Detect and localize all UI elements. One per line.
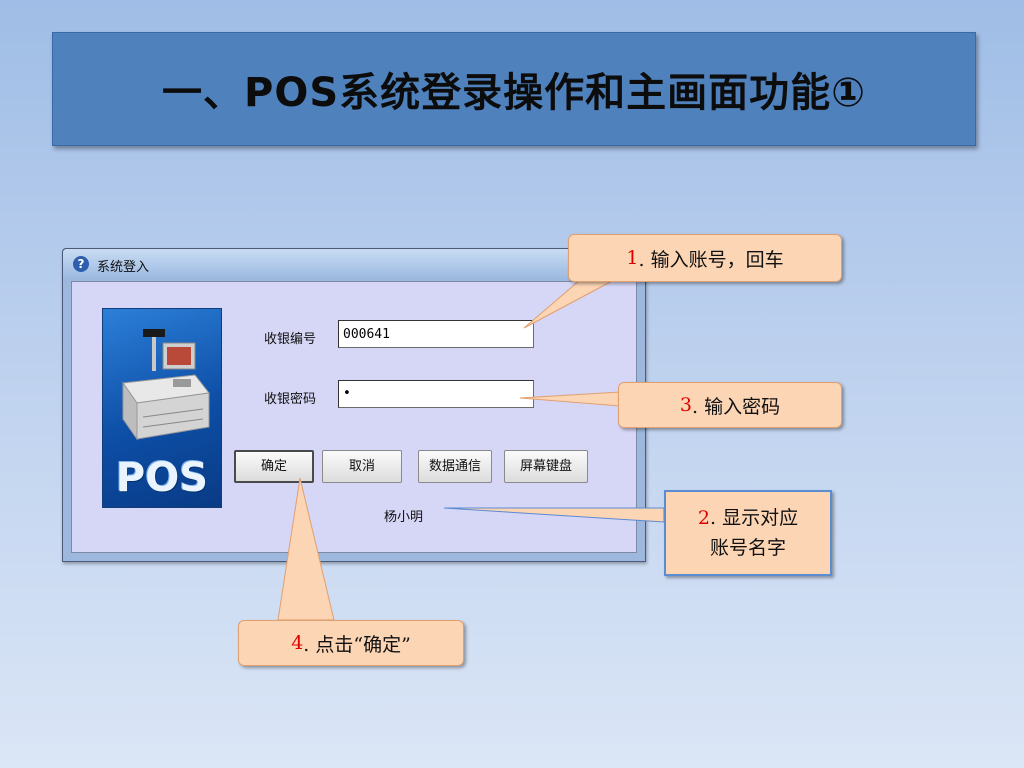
callout-2: 2. 显示对应 账号名字	[664, 490, 832, 576]
callout-3-text: . 输入密码	[692, 395, 781, 418]
callout-4: 4. 点击“确定”	[238, 620, 464, 666]
callout-2-number: 2	[697, 507, 710, 529]
callout-1-pointer	[523, 279, 615, 329]
callout-3: 3. 输入密码	[618, 382, 842, 428]
cash-register-icon	[122, 329, 210, 441]
callout-4-number: 4	[291, 632, 304, 654]
callout-1-text: . 输入账号，回车	[638, 248, 784, 271]
callout-2-line1: 2. 显示对应	[698, 503, 798, 533]
cashier-id-label: 收银编号	[264, 332, 317, 347]
slide-title: 一、POS系统登录操作和主画面功能①	[162, 70, 866, 116]
pos-logo-text: POS	[115, 455, 209, 501]
callout-3-pointer	[519, 391, 621, 407]
callout-3-number: 3	[679, 394, 692, 416]
question-icon: ?	[73, 256, 89, 272]
callout-2-pointer	[443, 507, 665, 523]
cashier-name-text: 杨小明	[384, 510, 424, 525]
callout-2-text: . 显示对应	[710, 507, 799, 529]
password-mask: •	[343, 386, 351, 401]
cancel-button[interactable]: 取消	[322, 450, 402, 483]
data-comm-button[interactable]: 数据通信	[418, 450, 492, 483]
callout-4-pointer	[277, 477, 335, 621]
callout-4-text: . 点击“确定”	[303, 633, 411, 656]
title-banner: 一、POS系统登录操作和主画面功能①	[52, 32, 976, 146]
callout-2-line2: 账号名字	[709, 537, 786, 559]
pos-logo-image: POS	[102, 308, 222, 508]
password-input[interactable]: •	[338, 380, 534, 408]
window-title: 系统登入	[97, 260, 150, 275]
cashier-id-input[interactable]	[338, 320, 534, 348]
password-label: 收银密码	[264, 392, 317, 407]
confirm-button[interactable]: 确定	[234, 450, 314, 483]
callout-1-number: 1	[626, 247, 639, 269]
screen-keyboard-button[interactable]: 屏幕键盘	[504, 450, 588, 483]
window-titlebar[interactable]: ? 系统登入	[63, 249, 645, 279]
callout-1: 1. 输入账号，回车	[568, 234, 842, 282]
